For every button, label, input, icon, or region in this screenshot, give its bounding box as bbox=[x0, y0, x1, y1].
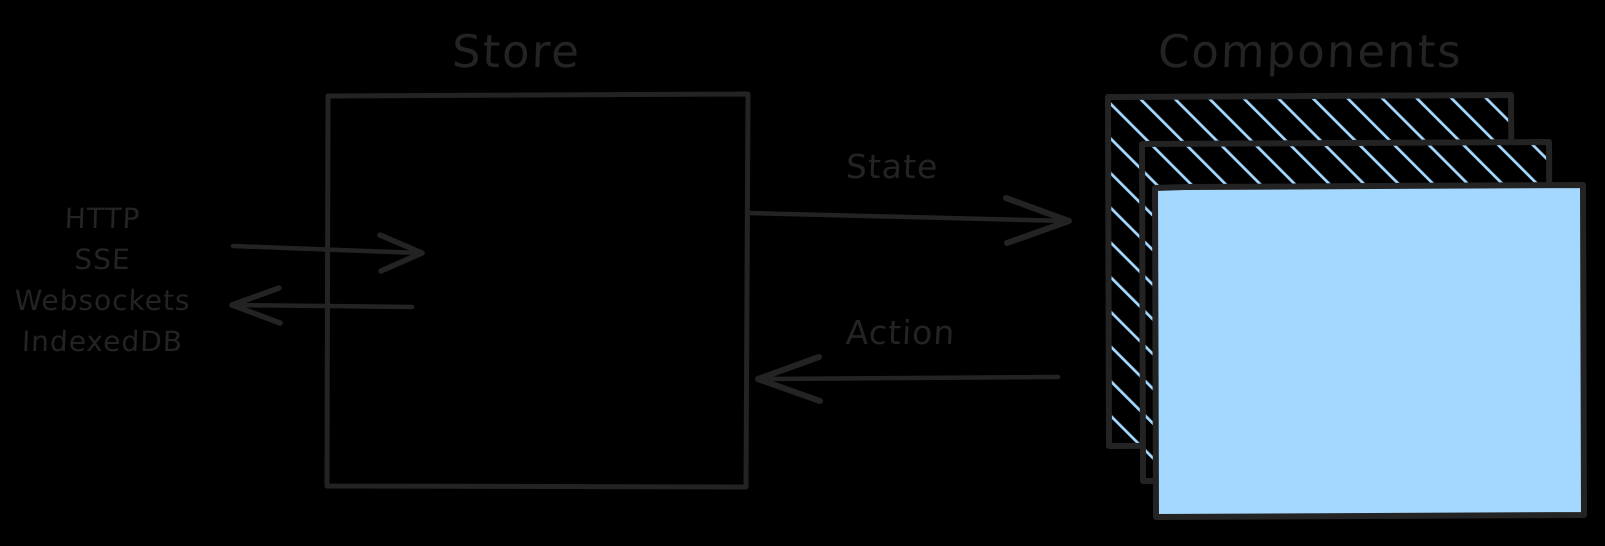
protocol-label-indexeddb: IndexedDB bbox=[21, 325, 184, 358]
store-title: Store bbox=[451, 25, 582, 78]
protocol-label-group: HTTP SSE Websockets IndexedDB bbox=[0, 198, 205, 362]
component-card-front[interactable] bbox=[1152, 182, 1587, 520]
action-arrow bbox=[755, 354, 1061, 404]
state-arrow bbox=[744, 195, 1072, 246]
protocol-label-websockets: Websockets bbox=[13, 284, 192, 317]
store-box bbox=[324, 91, 751, 490]
action-label: Action bbox=[844, 313, 957, 352]
protocol-inbound-arrow bbox=[230, 232, 425, 274]
protocol-label-http: HTTP bbox=[64, 202, 141, 235]
state-label: State bbox=[844, 147, 940, 186]
components-title: Components bbox=[1157, 25, 1464, 78]
protocol-outbound-arrow bbox=[229, 285, 415, 326]
protocol-label-sse: SSE bbox=[73, 243, 132, 276]
